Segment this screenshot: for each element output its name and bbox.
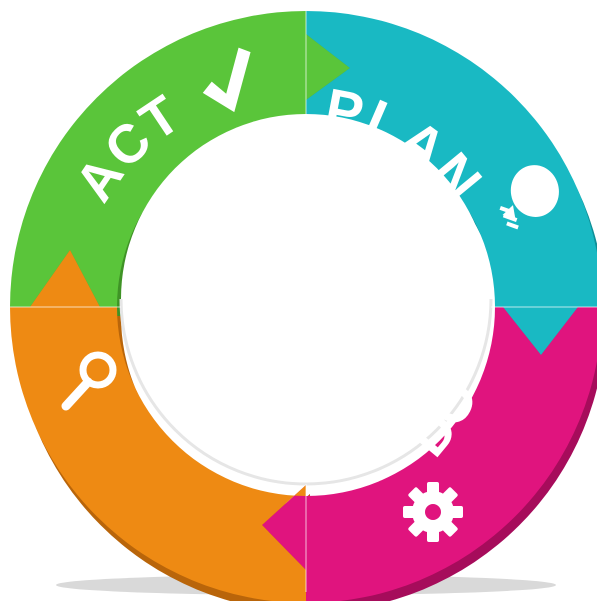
magnifying-glass-icon (61, 351, 117, 411)
ring-faces (10, 11, 597, 601)
lightbulb-icon (499, 165, 559, 230)
segment-do (262, 307, 597, 601)
gear-icon (403, 482, 463, 542)
ring-inner-hole (121, 114, 491, 484)
segment-act (10, 11, 350, 307)
ring-inner-edge (119, 298, 493, 486)
checkmark-icon (202, 47, 251, 113)
segment-plan (306, 11, 597, 355)
segment-dividers (10, 8, 597, 592)
segment-check (10, 250, 306, 601)
